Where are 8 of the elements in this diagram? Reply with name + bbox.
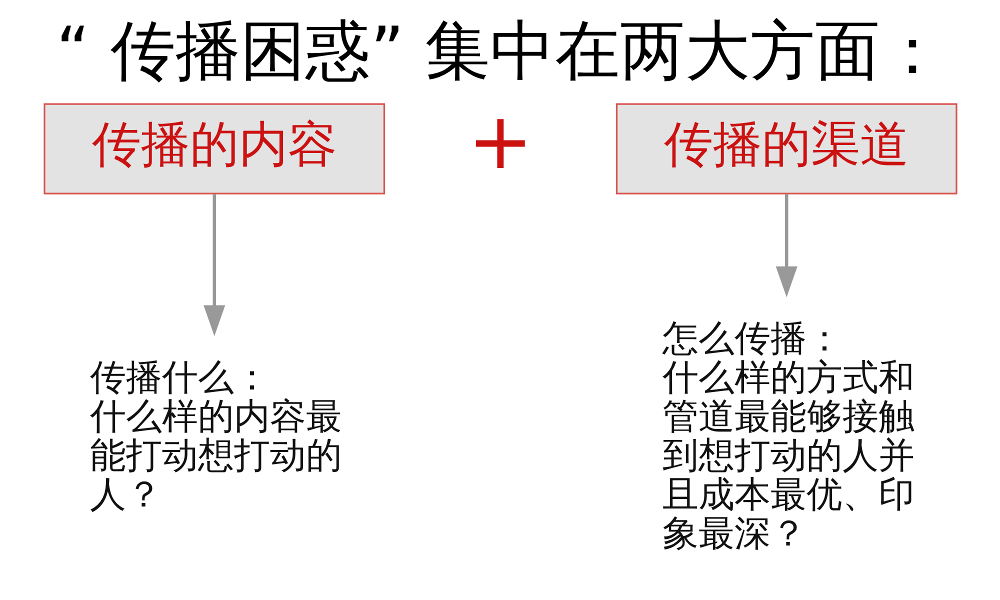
node-box: 传播的渠道	[615, 103, 957, 194]
node-box: 传播的内容	[43, 103, 385, 194]
node-text: 传播什么： 什么样的内容最能打动想打动的人？	[90, 358, 342, 516]
node-text: 怎么传播： 什么样的方式和管道最能够接触到想打动的人并且成本最优、印象最深？	[662, 318, 914, 555]
label: +	[467, 97, 533, 188]
arrow	[203, 194, 225, 336]
diagram-title: “ 传播困惑” 集中在两大方面：	[56, 14, 944, 90]
arrow	[775, 194, 797, 298]
